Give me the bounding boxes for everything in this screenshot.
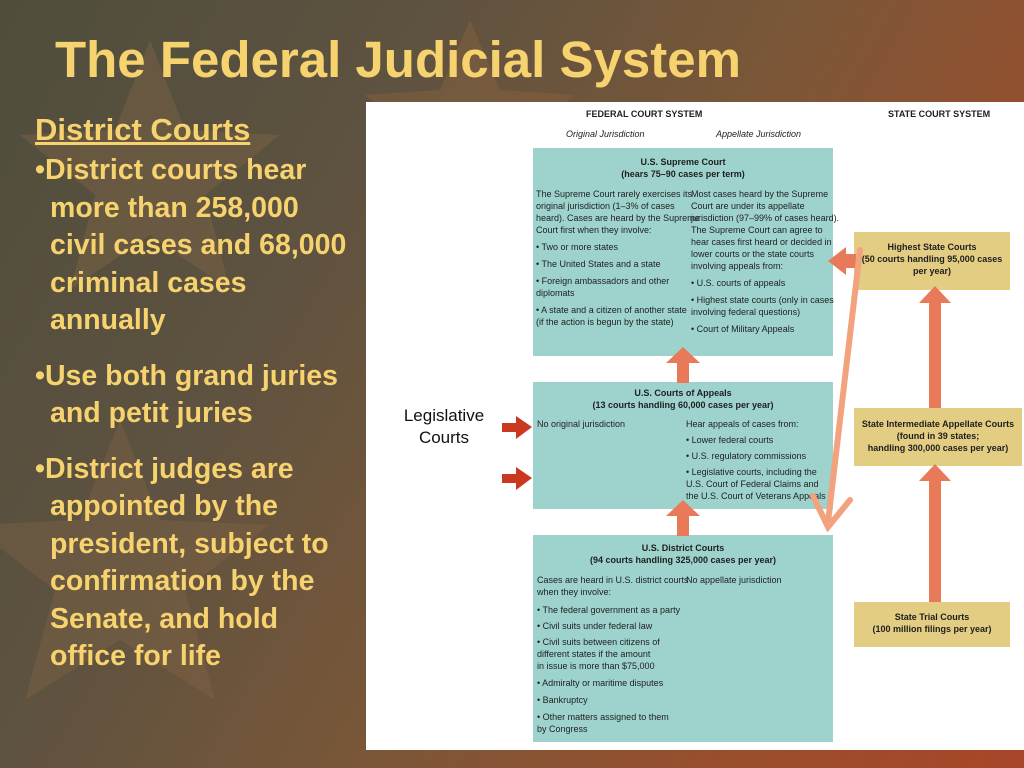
supreme-original-line: • Foreign ambassadors and other <box>536 276 670 286</box>
highest-state-title: Highest State Courts <box>887 242 977 252</box>
supreme-appellate-line: jurisdiction (97–99% of cases heard). <box>691 213 840 223</box>
district-original-line: • Civil suits between citizens of <box>537 637 660 647</box>
appeals-appellate-line: Hear appeals of cases from: <box>686 419 799 429</box>
diagram-arrows <box>502 247 951 602</box>
supreme-appellate-line: • U.S. courts of appeals <box>691 278 786 288</box>
bullet-juries: •Use both grand juries and petit juries <box>35 359 338 430</box>
legislative-courts-label: Legislative Courts <box>384 405 504 449</box>
legislative-label-line: Legislative <box>403 406 485 425</box>
district-courts-section: District Courts •District courts hear mo… <box>35 112 355 694</box>
appeals-appellate-line: the U.S. Court of Veterans Appeals <box>686 491 826 501</box>
intermediate-state-subtitle: handling 300,000 cases per year) <box>867 443 1009 453</box>
courts-of-appeals-box: U.S. Courts of Appeals (13 courts handli… <box>533 382 833 509</box>
intermediate-state-title: State Intermediate Appellate Courts <box>861 419 1015 429</box>
arrow-up-trial-to-intermediate <box>919 464 951 602</box>
bullet-caseload: •District courts hear more than 258,000 … <box>35 154 347 336</box>
district-original-line: • The federal government as a party <box>537 605 681 615</box>
arrow-up-intermediate-to-highest <box>919 286 951 408</box>
district-title: U.S. District Courts <box>641 543 725 553</box>
appeals-appellate-line: • U.S. regulatory commissions <box>686 451 807 461</box>
supreme-appellate-line: involving federal questions) <box>691 307 801 317</box>
arrow-left-highest-to-supreme <box>828 247 856 275</box>
district-appellate-line: No appellate jurisdiction <box>686 575 782 585</box>
state-court-system-header: STATE COURT SYSTEM <box>888 109 991 119</box>
district-original-line: when they involve: <box>537 587 612 597</box>
supreme-original-line: original jurisdiction (1–3% of cases <box>536 201 675 211</box>
intermediate-state-subtitle: (found in 39 states; <box>896 431 980 441</box>
district-original-line: • Admiralty or maritime disputes <box>537 678 664 688</box>
legislative-arrow-top <box>502 416 532 439</box>
arrow-diagonal-highest-to-district <box>810 247 863 533</box>
supreme-original-line: diplomats <box>536 288 575 298</box>
original-jurisdiction-label: Original Jurisdiction <box>566 129 645 139</box>
supreme-original-line: • A state and a citizen of another state <box>536 305 687 315</box>
district-original-line: • Other matters assigned to them <box>537 712 669 722</box>
supreme-original-line: • The United States and a state <box>536 259 661 269</box>
supreme-appellate-line: • Court of Military Appeals <box>691 324 795 334</box>
legislative-label-line: Courts <box>418 428 470 447</box>
state-trial-courts-box: State Trial Courts (100 million filings … <box>854 602 1010 647</box>
arrow-up-district-to-appeals <box>666 500 700 536</box>
supreme-court-box: U.S. Supreme Court (hears 75–90 cases pe… <box>533 148 839 356</box>
district-original-line: in issue is more than $75,000 <box>537 661 655 671</box>
appeals-appellate-line: U.S. Court of Federal Claims and <box>686 479 819 489</box>
supreme-appellate-line: The Supreme Court can agree to <box>691 225 823 235</box>
supreme-appellate-line: hear cases first heard or decided in <box>691 237 832 247</box>
supreme-original-line: The Supreme Court rarely exercises its <box>536 189 693 199</box>
highest-state-subtitle: (50 courts handling 95,000 cases <box>861 254 1003 264</box>
supreme-original-line: (if the action is begun by the state) <box>536 317 674 327</box>
supreme-original-line: Court first when they involve: <box>536 225 652 235</box>
district-original-line: Cases are heard in U.S. district courts <box>537 575 689 585</box>
slide-title: The Federal Judicial System <box>55 31 741 88</box>
supreme-appellate-line: Court are under its appellate <box>691 201 805 211</box>
district-original-line: by Congress <box>537 724 588 734</box>
supreme-appellate-line: • Highest state courts (only in cases <box>691 295 834 305</box>
district-courts-box: U.S. District Courts (94 courts handling… <box>533 535 833 742</box>
appeals-title: U.S. Courts of Appeals <box>634 388 732 398</box>
trial-state-title: State Trial Courts <box>894 612 970 622</box>
appeals-original-line: No original jurisdiction <box>537 419 626 429</box>
section-heading: District Courts <box>35 112 251 147</box>
appeals-appellate-line: • Legislative courts, including the <box>686 467 817 477</box>
federal-court-system-header: FEDERAL COURT SYSTEM <box>586 109 703 119</box>
supreme-appellate-line: lower courts or the state courts <box>691 249 815 259</box>
appeals-subtitle: (13 courts handling 60,000 cases per yea… <box>592 400 774 410</box>
state-intermediate-courts-box: State Intermediate Appellate Courts (fou… <box>854 408 1022 466</box>
district-original-line: • Civil suits under federal law <box>537 621 653 631</box>
arrow-up-appeals-to-supreme <box>666 347 700 383</box>
supreme-original-line: heard). Cases are heard by the Supreme <box>536 213 700 223</box>
trial-state-subtitle: (100 million filings per year) <box>872 624 992 634</box>
bullet-judges: •District judges are appointed by the pr… <box>35 452 329 673</box>
highest-state-subtitle: per year) <box>912 266 952 276</box>
supreme-appellate-line: involving appeals from: <box>691 261 784 271</box>
supreme-court-title: U.S. Supreme Court <box>640 157 726 167</box>
supreme-appellate-line: Most cases heard by the Supreme <box>691 189 829 199</box>
highest-state-courts-box: Highest State Courts (50 courts handling… <box>854 232 1010 290</box>
district-original-line: different states if the amount <box>537 649 651 659</box>
appellate-jurisdiction-label: Appellate Jurisdiction <box>716 129 802 139</box>
legislative-arrow-bottom <box>502 467 532 490</box>
supreme-original-line: • Two or more states <box>536 242 619 252</box>
district-original-line: • Bankruptcy <box>537 695 588 705</box>
appeals-appellate-line: • Lower federal courts <box>686 435 774 445</box>
district-subtitle: (94 courts handling 325,000 cases per ye… <box>589 555 777 565</box>
supreme-court-subtitle: (hears 75–90 cases per term) <box>621 169 745 179</box>
court-system-diagram: FEDERAL COURT SYSTEM STATE COURT SYSTEM … <box>366 102 1024 750</box>
